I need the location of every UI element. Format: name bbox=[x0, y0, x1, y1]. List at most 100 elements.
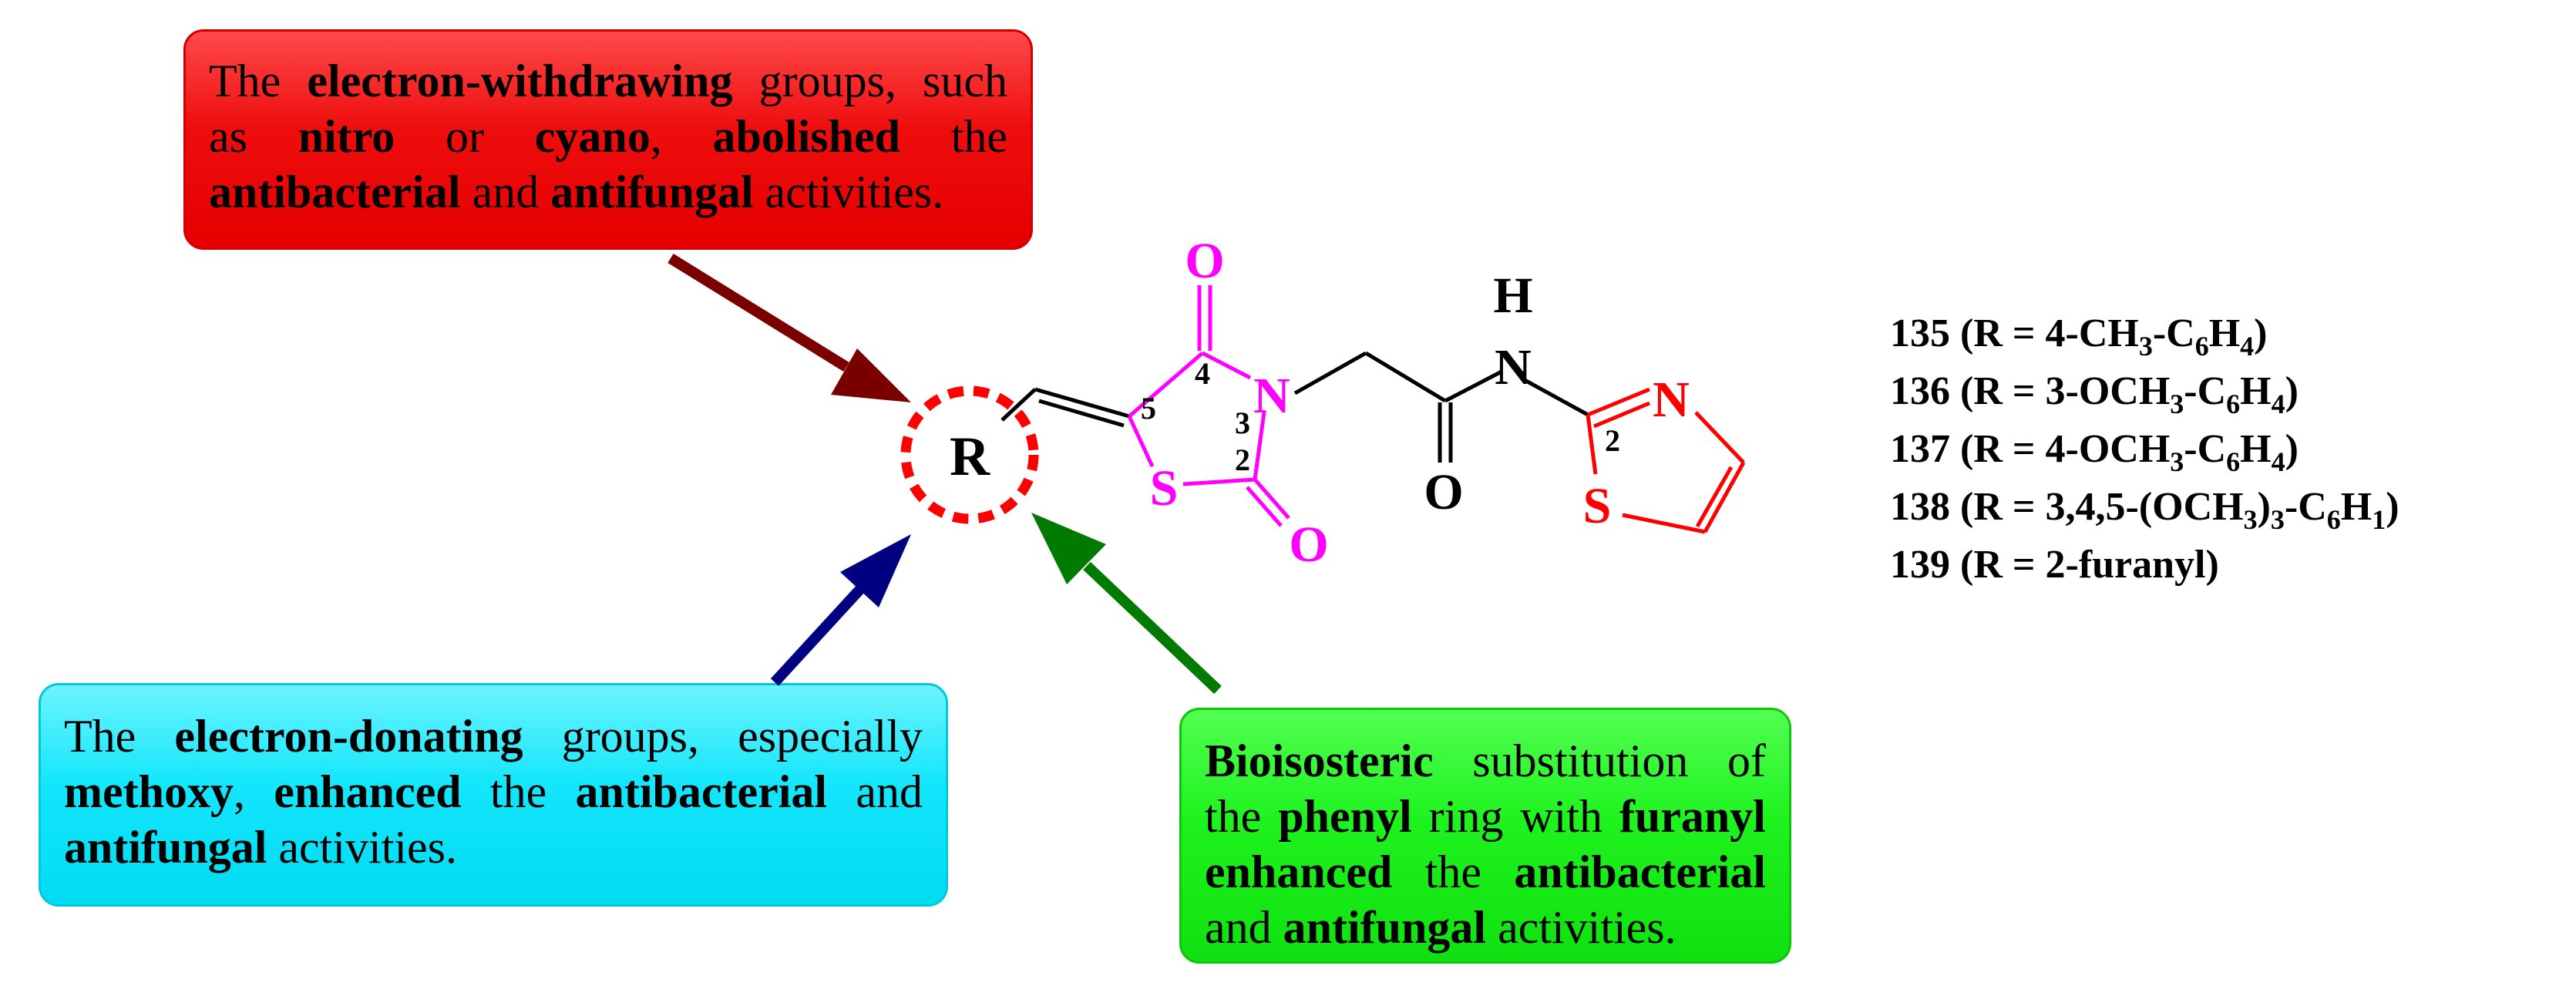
text-run: substitution of the bbox=[1205, 735, 1766, 842]
text-run: Bioisosteric bbox=[1205, 735, 1434, 786]
acetamide-linker bbox=[1293, 351, 1589, 463]
amide-o: O bbox=[1424, 464, 1463, 520]
text-run: 6 bbox=[2194, 331, 2209, 362]
bioisosteric-arrow bbox=[1031, 513, 1222, 695]
text-run: the bbox=[1392, 846, 1515, 897]
text-run: ring with bbox=[1411, 791, 1619, 842]
text-run: 3 bbox=[2270, 504, 2285, 535]
electron-donating-callout: The electron-donating groups, especially… bbox=[39, 683, 948, 907]
withdrawing-arrow bbox=[668, 254, 911, 402]
text-run: 4 bbox=[2271, 389, 2285, 419]
text-run: -C bbox=[2184, 369, 2227, 413]
text-run: 6 bbox=[2326, 504, 2341, 535]
text-run: 3 bbox=[2170, 389, 2184, 419]
tzd-locant-4: 4 bbox=[1195, 356, 1210, 391]
electron-withdrawing-text: The electron-withdrawing groups, such as… bbox=[209, 53, 1007, 220]
thiazole-ring bbox=[1586, 387, 1746, 534]
text-run: 3 bbox=[2170, 446, 2184, 477]
thiazole-s: S bbox=[1583, 478, 1612, 534]
text-run: ) bbox=[2254, 311, 2268, 355]
text-run: methoxy bbox=[64, 766, 234, 817]
text-run: antifungal bbox=[550, 167, 754, 217]
text-run: electron-withdrawing bbox=[307, 56, 733, 106]
text-run: groups, especially bbox=[523, 711, 923, 762]
compound-139: 139 (R = 2-furanyl) bbox=[1890, 536, 2399, 594]
text-run: antifungal bbox=[64, 822, 267, 873]
tzd-carbonyl-o-bottom: O bbox=[1289, 517, 1328, 573]
text-run: , bbox=[233, 766, 274, 817]
text-run: H bbox=[2340, 485, 2373, 529]
text-run: 138 (R = 3,4,5-(OCH bbox=[1890, 485, 2244, 529]
text-run: H bbox=[2208, 311, 2241, 355]
text-run: -C bbox=[2184, 427, 2227, 471]
text-run: 6 bbox=[2226, 446, 2241, 477]
text-run: abolished bbox=[712, 111, 900, 162]
text-run: 139 (R = 2-furanyl) bbox=[1890, 543, 2219, 587]
text-run: antibacterial bbox=[575, 766, 828, 817]
text-run: and bbox=[827, 766, 923, 817]
text-run: antifungal bbox=[1283, 902, 1487, 953]
text-run: antibacterial bbox=[209, 167, 461, 217]
text-run: H bbox=[2240, 427, 2272, 471]
text-run: enhanced bbox=[1205, 846, 1393, 897]
text-run: and bbox=[1205, 902, 1283, 953]
thiazole-n: N bbox=[1653, 372, 1690, 428]
text-run: activities. bbox=[1486, 902, 1676, 953]
text-run: activities. bbox=[753, 167, 944, 217]
text-run: ) bbox=[2386, 485, 2399, 529]
tzd-s1: S bbox=[1150, 460, 1179, 517]
tzd-locant-2: 2 bbox=[1235, 443, 1250, 477]
text-run: enhanced bbox=[274, 766, 462, 817]
electron-withdrawing-callout: The electron-withdrawing groups, such as… bbox=[183, 29, 1033, 250]
bioisosteric-text: Bioisosteric substitution of the phenyl … bbox=[1205, 733, 1766, 955]
thiazole-locant-2: 2 bbox=[1605, 423, 1620, 458]
thiazolidinedione-ring bbox=[1127, 285, 1290, 527]
text-run: 1 bbox=[2372, 504, 2386, 535]
text-run: phenyl bbox=[1278, 791, 1412, 842]
text-run: cyano bbox=[534, 111, 651, 162]
text-run: , bbox=[650, 111, 713, 162]
tzd-locant-5: 5 bbox=[1141, 391, 1156, 426]
text-run: furanyl bbox=[1619, 791, 1766, 842]
bioisosteric-callout: Bioisosteric substitution of the phenyl … bbox=[1179, 708, 1791, 964]
text-run: ) bbox=[2257, 485, 2271, 529]
text-run: nitro bbox=[298, 111, 395, 162]
text-run: -C bbox=[2152, 311, 2195, 355]
text-run: activities. bbox=[267, 822, 458, 873]
text-run: The bbox=[64, 711, 175, 762]
compound-135: 135 (R = 4-CH3-C6H4) bbox=[1890, 305, 2399, 362]
text-run: ) bbox=[2285, 427, 2299, 471]
electron-donating-text: The electron-donating groups, especially… bbox=[64, 708, 923, 875]
compound-list: 135 (R = 4-CH3-C6H4) 136 (R = 3-OCH3-C6H… bbox=[1890, 305, 2399, 594]
r-group-label: R bbox=[950, 426, 990, 487]
text-run: or bbox=[395, 111, 535, 162]
text-run: -C bbox=[2284, 485, 2327, 529]
amide-h: H bbox=[1493, 268, 1532, 324]
text-run: groups, such as bbox=[209, 56, 1007, 162]
text-run: 3 bbox=[2243, 504, 2258, 535]
text-run: 6 bbox=[2226, 389, 2241, 419]
tzd-locant-3: 3 bbox=[1235, 406, 1250, 440]
text-run: 4 bbox=[2271, 446, 2285, 477]
text-run: the bbox=[900, 111, 1008, 162]
donating-arrow bbox=[770, 534, 911, 686]
amide-n: N bbox=[1495, 339, 1532, 395]
r-group-circle bbox=[900, 385, 1039, 524]
text-run: 4 bbox=[2240, 331, 2255, 362]
compound-136: 136 (R = 3-OCH3-C6H4) bbox=[1890, 362, 2399, 420]
exocyclic-double-bond bbox=[1000, 387, 1130, 428]
text-run: 137 (R = 4-OCH bbox=[1890, 427, 2171, 471]
text-run: ) bbox=[2285, 369, 2299, 413]
compound-137: 137 (R = 4-OCH3-C6H4) bbox=[1890, 420, 2399, 478]
text-run: The bbox=[209, 56, 308, 106]
text-run: 3 bbox=[2138, 331, 2153, 362]
tzd-carbonyl-o-top: O bbox=[1185, 233, 1224, 289]
text-run: 136 (R = 3-OCH bbox=[1890, 369, 2171, 413]
text-run: and bbox=[460, 167, 551, 217]
text-run: electron-donating bbox=[174, 711, 523, 762]
compound-138: 138 (R = 3,4,5-(OCH3)3-C6H1) bbox=[1890, 478, 2399, 536]
text-run: 135 (R = 4-CH bbox=[1890, 311, 2139, 355]
text-run: the bbox=[461, 766, 576, 817]
tzd-n3: N bbox=[1253, 368, 1290, 424]
text-run: H bbox=[2240, 369, 2272, 413]
